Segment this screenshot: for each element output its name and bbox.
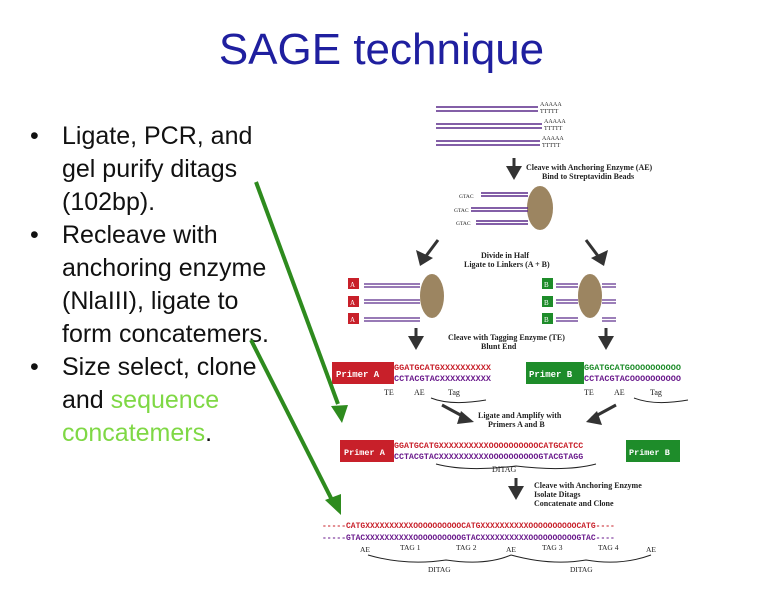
split-arrow-icon xyxy=(591,250,608,266)
tag-brace xyxy=(430,397,487,404)
bullet-text: Ligate, PCR, and gel purify ditags (102b… xyxy=(62,122,253,216)
step-label: Concatenate and Clone xyxy=(534,499,614,508)
ae-label: AE xyxy=(646,545,656,554)
primer-a-box xyxy=(340,440,394,462)
primer-a-label: Primer A xyxy=(344,448,386,458)
linker-b-group: B B B xyxy=(542,274,616,324)
bullet-item: Recleave with anchoring enzyme (NlaIII),… xyxy=(28,219,288,351)
primer-b-label: Primer B xyxy=(529,370,573,380)
polya-label: AAAAA xyxy=(542,136,564,142)
te-label: TE xyxy=(384,388,394,397)
ae-label: AE xyxy=(614,388,625,397)
linker-a-label: A xyxy=(350,316,355,324)
step-label: Isolate Ditags xyxy=(534,490,580,499)
split-arrow-icon xyxy=(416,250,433,266)
concatemer-top: -----CATGXXXXXXXXXXOOOOOOOOOOCATGXXXXXXX… xyxy=(322,522,615,531)
bead-icon xyxy=(420,274,444,318)
bullet-text: Recleave with anchoring enzyme (NlaIII),… xyxy=(62,221,270,348)
ditag-label: DITAG xyxy=(492,465,516,474)
sage-figure: AAAAA TTTTT AAAAA TTTTT AAAAA TTTTT Clea… xyxy=(322,102,689,574)
ditag-brace xyxy=(367,554,512,563)
primer-a-box xyxy=(332,362,394,384)
sequence-top: GGATGCATGOOOOOOOOOO xyxy=(584,363,681,373)
bead-icon xyxy=(578,274,602,318)
step-label: Divide in Half xyxy=(481,251,529,260)
polyt-label: TTTTT xyxy=(540,109,559,115)
down-arrow-icon xyxy=(408,336,424,350)
step-label: Cleave with Tagging Enzyme (TE) xyxy=(448,333,565,342)
tag-label: Tag xyxy=(448,388,460,397)
tag2-label: TAG 2 xyxy=(456,543,477,552)
ditag-brace xyxy=(435,463,597,470)
polyt-label: TTTTT xyxy=(542,143,561,149)
tag4-label: TAG 4 xyxy=(598,543,619,552)
primer-a-label: Primer A xyxy=(336,370,380,380)
linker-b-label: B xyxy=(544,281,549,289)
linker-b-label: B xyxy=(544,316,549,324)
step-label: Cleave with Anchoring Enzyme (AE) xyxy=(526,163,653,172)
tag-label: Tag xyxy=(650,388,662,397)
linker-a-label: A xyxy=(350,281,355,289)
ditag-brace xyxy=(510,554,652,563)
gtac-label: GTAC xyxy=(459,194,474,200)
bullet-text: Size select, clone and xyxy=(62,353,257,414)
gtac-label: GTAC xyxy=(456,221,471,227)
split-arrow-icon xyxy=(584,239,600,257)
bullet-list: Ligate, PCR, and gel purify ditags (102b… xyxy=(28,120,288,450)
polyt-label: TTTTT xyxy=(544,126,563,132)
down-arrow-icon xyxy=(598,336,614,350)
mrna-lines xyxy=(436,106,542,146)
ae-label: AE xyxy=(414,388,425,397)
te-label: TE xyxy=(584,388,594,397)
merge-arrow-icon xyxy=(457,411,474,424)
step-label: Blunt End xyxy=(481,342,517,351)
green-arrow-icon xyxy=(254,181,340,405)
merge-arrow-icon xyxy=(586,411,602,425)
ae-label: AE xyxy=(506,545,516,554)
slide-title: SAGE technique xyxy=(218,25,545,74)
sequence-top: GGATGCATGXXXXXXXXXX xyxy=(394,363,492,373)
bound-cdna xyxy=(471,192,528,225)
bullet-item: Ligate, PCR, and gel purify ditags (102b… xyxy=(28,120,288,219)
step-label: Primers A and B xyxy=(488,420,545,429)
primer-b-label: Primer B xyxy=(629,448,670,458)
linker-a-label: A xyxy=(350,299,355,307)
sequence-bottom: CCTACGTACXXXXXXXXXX xyxy=(394,374,492,384)
bullet-highlight: sequence concatemers xyxy=(62,386,220,447)
green-arrow-icon xyxy=(325,494,341,515)
linker-b-label: B xyxy=(544,299,549,307)
gtac-label: GTAC xyxy=(454,208,469,214)
concatemer-bottom: -----GTACXXXXXXXXXXOOOOOOOOOOGTACXXXXXXX… xyxy=(322,534,615,543)
ae-label: AE xyxy=(360,545,370,554)
step-label: Cleave with Anchoring Enzyme xyxy=(534,481,642,490)
polya-label: AAAAA xyxy=(544,119,566,125)
bead-icon xyxy=(527,186,553,230)
tag3-label: TAG 3 xyxy=(542,543,563,552)
ditag-label: DITAG xyxy=(570,565,593,574)
down-arrow-icon xyxy=(506,166,522,180)
primer-b-box xyxy=(626,440,680,462)
bullet-tail: . xyxy=(205,419,213,447)
bullet-item: Size select, clone and sequence concatem… xyxy=(28,351,288,450)
ditag-bottom: CCTACGTACXXXXXXXXXXOOOOOOOOOOGTACGTAGG xyxy=(394,453,583,462)
step-label: Bind to Streptavidin Beads xyxy=(542,172,634,181)
tag1-label: TAG 1 xyxy=(400,543,421,552)
polya-label: AAAAA xyxy=(540,102,562,108)
step-label: Ligate and Amplify with xyxy=(478,411,562,420)
step-label: Ligate to Linkers (A + B) xyxy=(464,260,550,269)
ditag-label: DITAG xyxy=(428,565,451,574)
tag-brace xyxy=(633,397,689,404)
ditag-top: GGATGCATGXXXXXXXXXXOOOOOOOOOOCATGCATCC xyxy=(394,442,583,451)
split-arrow-icon xyxy=(424,239,440,257)
linker-a-group: A A A xyxy=(348,274,444,324)
sequence-bottom: CCTACGTACOOOOOOOOOO xyxy=(584,374,681,384)
green-arrow-icon xyxy=(249,339,334,501)
primer-b-box xyxy=(526,362,584,384)
down-arrow-icon xyxy=(508,486,524,500)
green-arrow-icon xyxy=(331,405,348,423)
